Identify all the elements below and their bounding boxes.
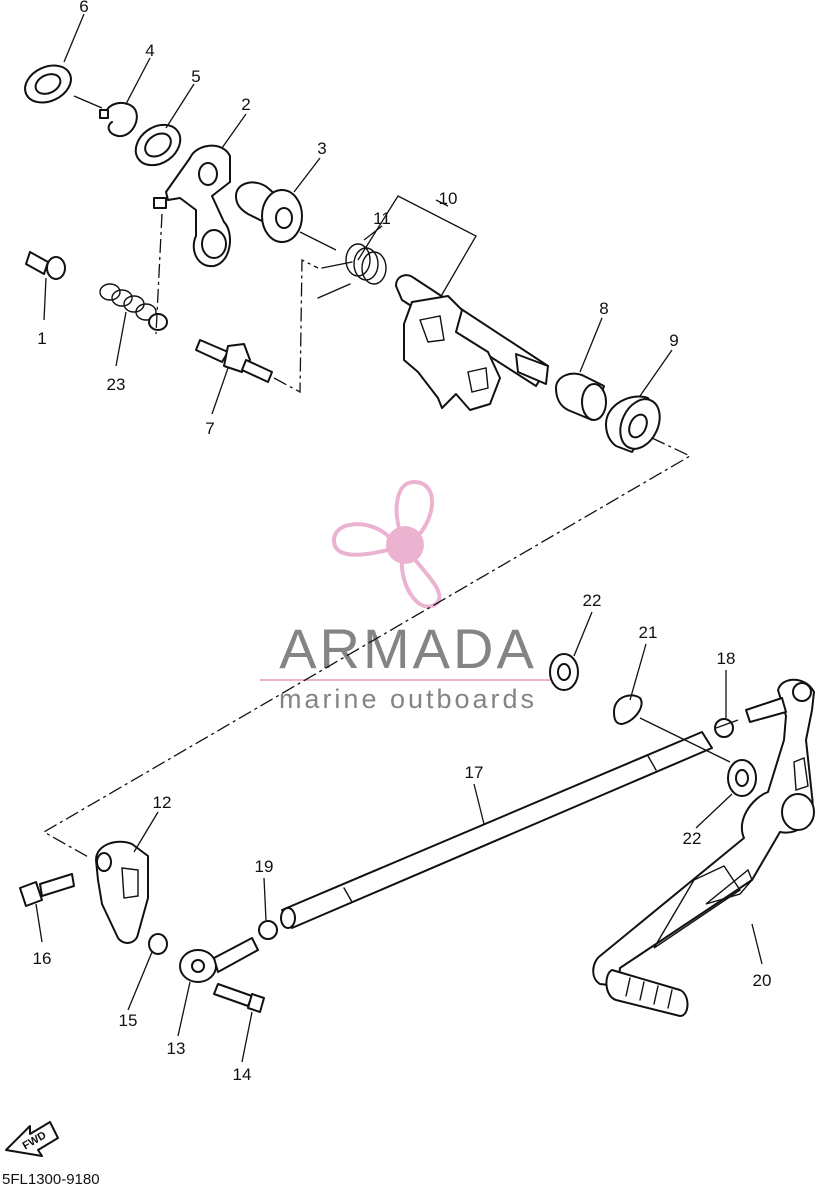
part-label-10: 10 [439, 189, 458, 208]
leader-lines [35, 13, 763, 1063]
part-label-11: 11 [373, 209, 391, 228]
part-9-oil-seal [605, 395, 661, 453]
part-17-shift-rod [280, 731, 713, 929]
part-label-6: 6 [79, 0, 88, 16]
part-label-14: 14 [233, 1065, 252, 1084]
part-label-23: 23 [107, 375, 126, 394]
part-label-3: 3 [317, 139, 326, 158]
part-23-spring [99, 283, 168, 331]
part-19-nut [258, 920, 278, 940]
part-label-17: 17 [465, 763, 484, 782]
part-label-5: 5 [191, 67, 200, 86]
part-label-15: 15 [119, 1011, 138, 1030]
part-label-21: 21 [639, 623, 658, 642]
part-21-washer [613, 694, 643, 725]
part-16-bolt [19, 873, 75, 907]
part-12-lever [95, 840, 149, 944]
alignment-line-22 [639, 717, 731, 763]
part-label-4: 4 [145, 41, 154, 60]
part-7-stud-bolt [195, 339, 273, 383]
part-8-collar [555, 372, 607, 421]
part-22-washer-lower [727, 759, 757, 797]
armada-logo: ARMADA marine outboards [260, 479, 556, 714]
part-22-washer-upper [549, 653, 579, 691]
part-1-pin [25, 251, 66, 280]
part-number-labels: 1 2 3 4 5 6 7 8 9 10 11 12 13 14 15 16 1… [33, 0, 772, 1084]
part-15-collar [148, 933, 168, 955]
part-14-bolt [213, 983, 265, 1013]
part-label-1: 1 [37, 329, 46, 348]
alignment-line-23 [155, 213, 163, 335]
alignment-line-7 [273, 258, 319, 394]
part-label-12: 12 [153, 793, 172, 812]
part-10-shift-shaft [395, 274, 549, 411]
part-label-7: 7 [205, 419, 214, 438]
brand-tagline: marine outboards [279, 684, 537, 714]
fwd-arrow-icon: FWD [5, 1121, 59, 1157]
part-label-9: 9 [669, 331, 678, 350]
drawing-code: 5FL1300-9180 [2, 1171, 100, 1188]
part-label-22-lower: 22 [683, 829, 702, 848]
part-2-shift-arm [153, 144, 231, 268]
part-label-2: 2 [241, 95, 250, 114]
part-label-16: 16 [33, 949, 52, 968]
part-20-shift-pedal [592, 678, 815, 1017]
part-11-spring [317, 243, 387, 299]
propeller-icon [332, 479, 442, 609]
part-3-bushing [235, 181, 303, 243]
part-label-20: 20 [753, 971, 772, 990]
part-label-19: 19 [255, 857, 274, 876]
part-label-18: 18 [717, 649, 736, 668]
part-13-rod-end [179, 937, 259, 983]
brand-name: ARMADA [279, 617, 537, 680]
part-6-washer [24, 64, 72, 104]
part-5-washer [134, 123, 182, 167]
part-label-22-upper: 22 [583, 591, 602, 610]
part-label-13: 13 [167, 1039, 186, 1058]
part-label-8: 8 [599, 299, 608, 318]
part-4-circlip [99, 101, 138, 138]
